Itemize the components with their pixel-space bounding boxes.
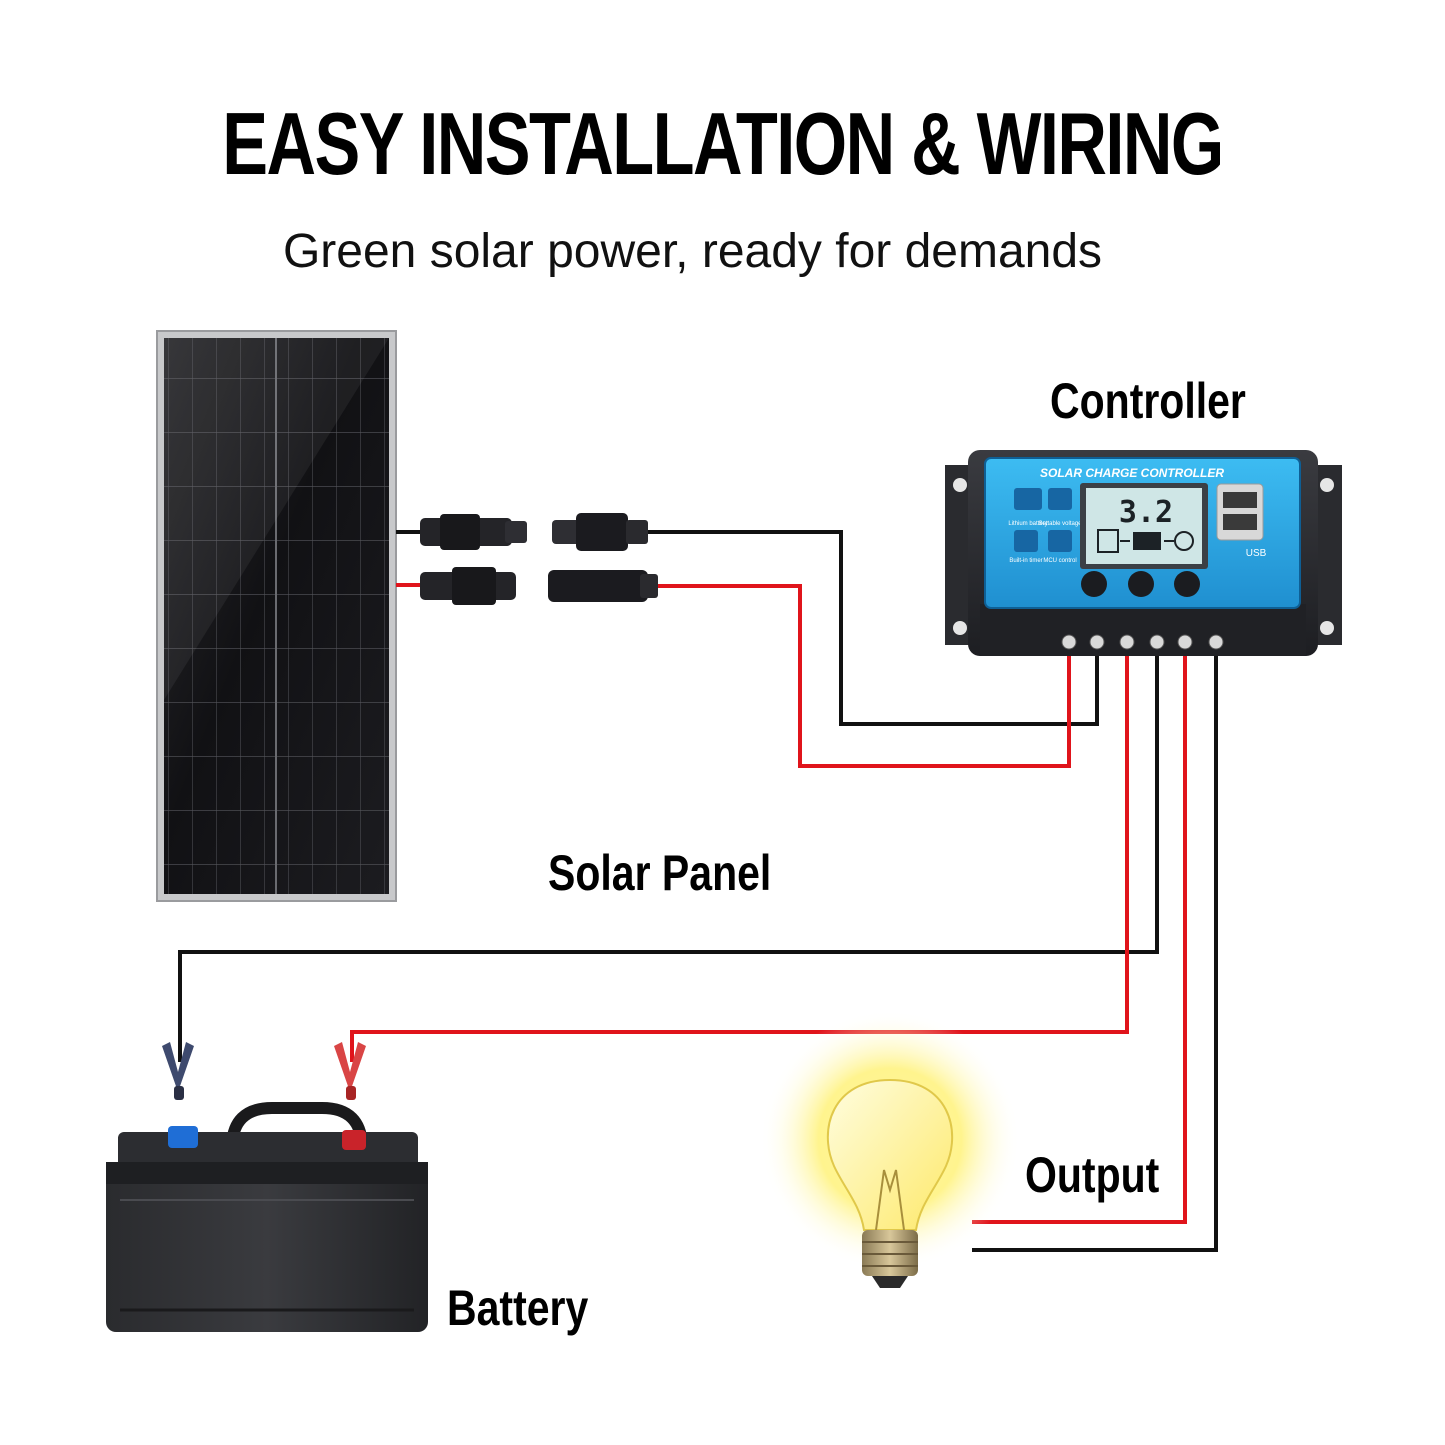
solar-panel [156,330,397,902]
label-battery: Battery [447,1280,589,1336]
page-title: EASY INSTALLATION & WIRING [222,94,1224,193]
page-subtitle: Green solar power, ready for demands [282,225,1103,278]
feature-voltage: Settable voltage [1038,521,1082,527]
label-solar-panel: Solar Panel [548,845,772,901]
feature-lithium: Lithium battery [1008,521,1047,527]
controller-terminals [1061,634,1224,650]
pv-positive-wire [658,584,1071,768]
battery [106,1102,428,1332]
battery-positive-wire [350,648,1129,1062]
feature-mcu: MCU control [1043,558,1076,564]
lcd-value: 3.2 [1119,495,1173,530]
usb-label: USB [1246,548,1267,559]
wires [178,530,1218,1252]
feature-timer: Built-in timer [1009,558,1042,564]
pv-negative-wire [648,530,1099,726]
controller-heading: SOLAR CHARGE CONTROLLER [1040,466,1224,480]
battery-negative-wire [178,648,1159,1062]
controller-button-ok[interactable] [1128,571,1154,597]
battery-clamp-positive [334,1042,366,1100]
mc4-connectors [396,513,658,605]
light-bulb [760,1010,1020,1288]
label-output: Output [1025,1147,1160,1203]
load-negative-wire [972,648,1218,1252]
load-positive-wire [972,648,1187,1224]
label-controller: Controller [1050,373,1246,429]
controller-button-menu[interactable] [1081,571,1107,597]
charge-controller: SOLAR CHARGE CONTROLLER Lithium battery … [945,450,1342,656]
controller-button-up[interactable] [1174,571,1200,597]
battery-clamp-negative [162,1042,194,1100]
